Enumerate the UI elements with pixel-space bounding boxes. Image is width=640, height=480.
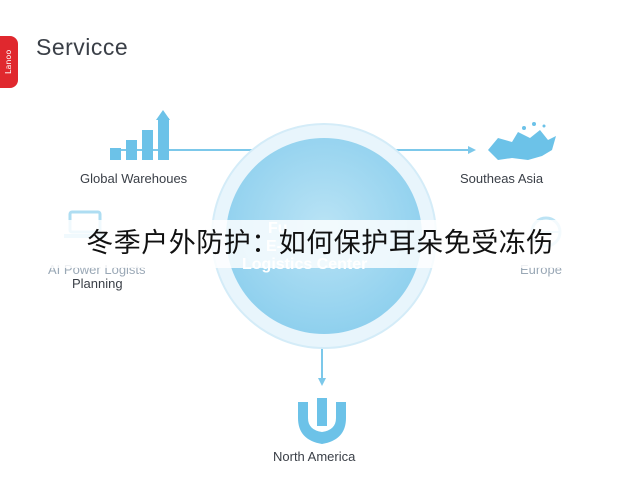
- node-label-global-warehouses: Global Warehoues: [80, 171, 188, 186]
- brand-tab: [0, 36, 18, 88]
- overlay-caption-text: 冬季户外防护：如何保护耳朵免受冻伤: [86, 228, 554, 259]
- arrowhead-southeast-asia: [468, 146, 476, 154]
- warehouse-icon: [298, 398, 346, 444]
- arrowhead-north-america: [318, 378, 326, 386]
- node-label-north-america: North America: [273, 449, 356, 464]
- node-label-ai-planning-line2: Planning: [72, 276, 123, 291]
- node-label-southeast-asia: Southeas Asia: [460, 171, 544, 186]
- map-icon: [488, 122, 556, 160]
- bar-chart-icon: [110, 110, 170, 160]
- overlay-caption-band: [0, 220, 640, 268]
- page-title: Servicce: [36, 34, 129, 60]
